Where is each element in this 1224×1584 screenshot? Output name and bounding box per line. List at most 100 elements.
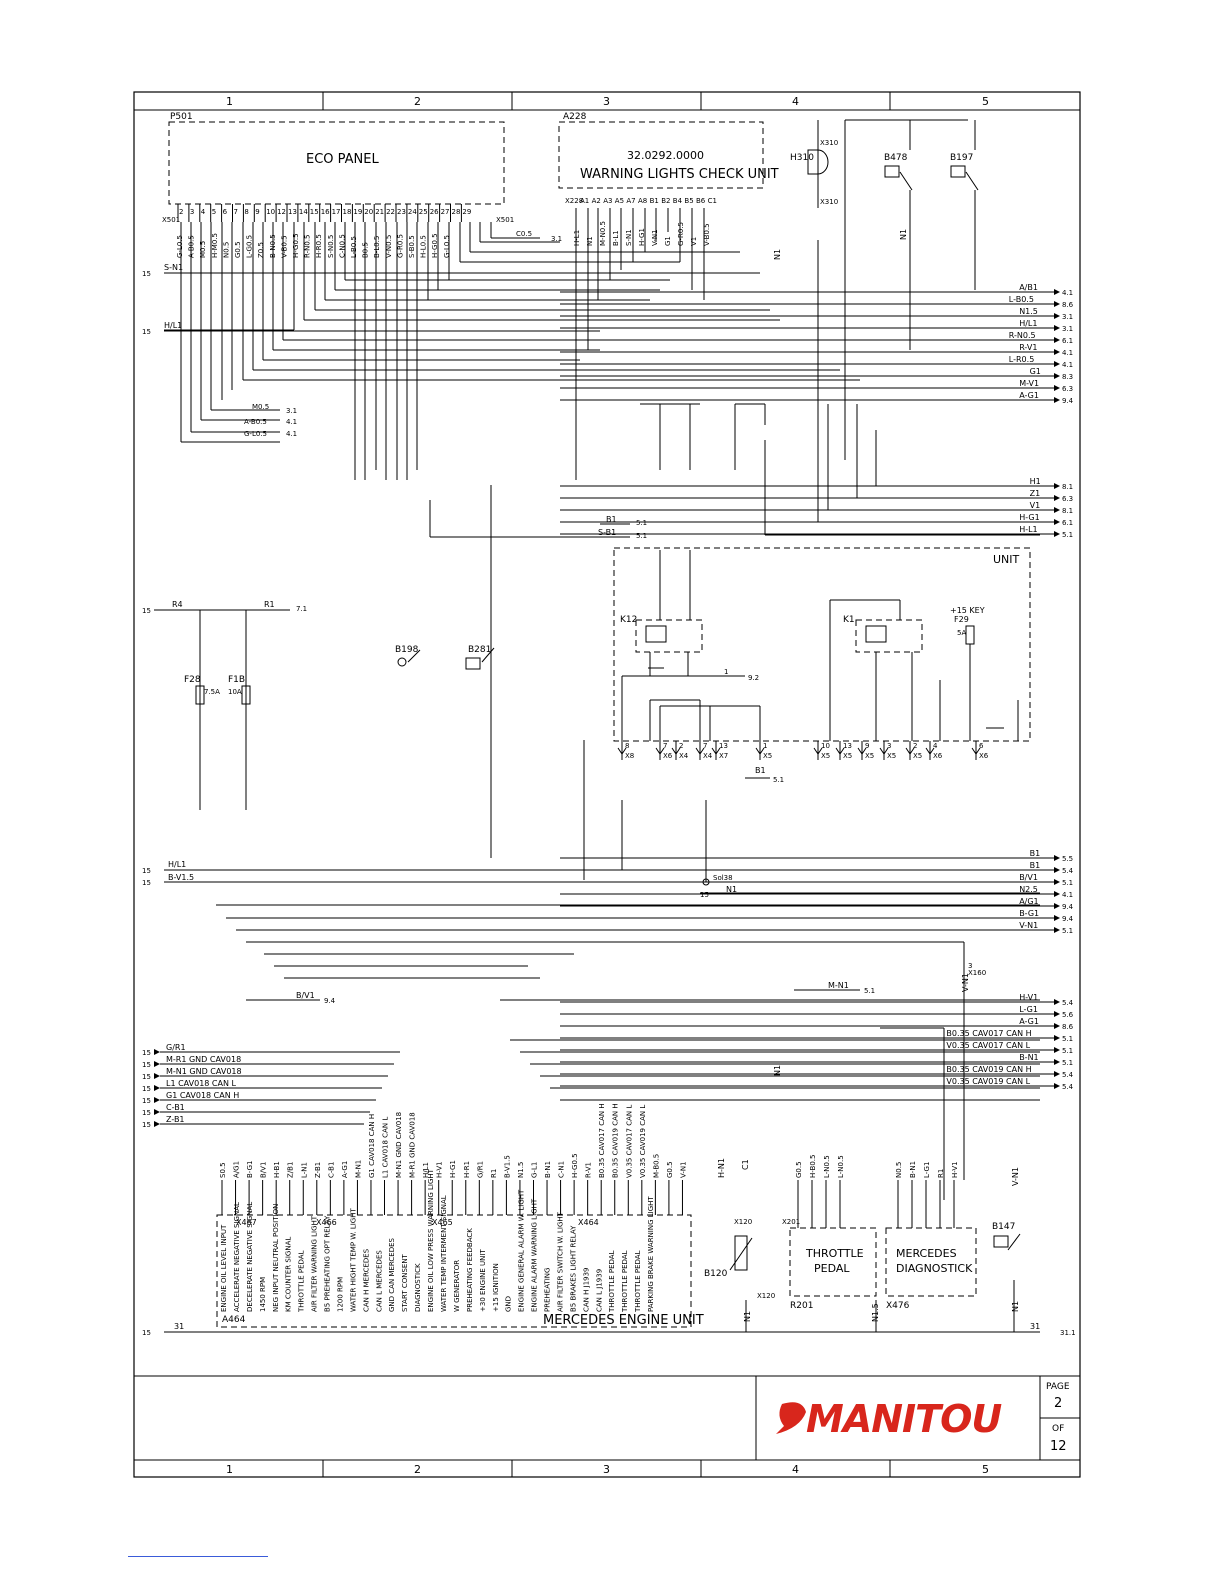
feed-ref: 15 [142,1073,151,1081]
wire-label: G1 [664,236,672,246]
ecu-function-label: THROTTLE PEDAL [634,1250,642,1313]
arrow-icon [1054,495,1060,501]
x310-bottom: X310 [820,198,838,206]
pin-number: 23 [397,208,406,216]
svg-text:4.1: 4.1 [286,430,297,438]
connector-pin: 13 [843,742,852,750]
svg-text:H-N1: H-N1 [717,1158,726,1178]
ecu-function-label: CAN H J1939 [582,1267,590,1312]
pin-number: 4 [201,208,206,216]
svg-text:B1: B1 [606,515,617,524]
k1-ref: K1 [843,615,855,625]
ecu-wire-label: A-G1 [341,1161,349,1178]
svg-text:N1: N1 [773,249,782,260]
column-number: 2 [414,1463,421,1476]
unit-box [613,547,1031,742]
wire-label: G0.5 [234,241,242,258]
column-dividers [322,92,891,1477]
b1-51-ref: 5.1 [773,776,784,784]
m-n1-ref: 5.1 [864,987,875,995]
svg-text:F28: F28 [184,675,201,685]
arrow-icon [1054,483,1060,489]
x120-top: X120 [734,1218,752,1226]
input-wire-label: Z-B1 [166,1115,185,1124]
output-wire-label: H-G1 [1019,513,1039,522]
ecu-function-label: DIAGNOSTICK [414,1263,422,1312]
pin-number: 19 [353,208,362,216]
ecu-function-label: +30 ENGINE UNIT [479,1249,487,1312]
svg-text:10A: 10A [228,688,242,696]
svg-text:X467: X467 [236,1218,257,1227]
wire-label: V-N1 [651,229,659,246]
svg-text:B-V1.5: B-V1.5 [168,873,194,882]
page-total: 12 [1050,1439,1067,1454]
output-wire-label: V0.35 CAV017 CAN L [946,1041,1030,1050]
column-number: 3 [603,95,610,108]
output-ref: 4.1 [1062,361,1073,369]
svg-text:H/L1: H/L1 [164,321,182,330]
pin-number: 9 [255,208,259,216]
output-wire-label: A/G1 [1019,897,1038,906]
throttle-wire-label: L-N0.5 [837,1155,845,1178]
x310-top: X310 [820,139,838,147]
svg-text:B281: B281 [468,645,491,655]
ecu-wire-label: Z/B1 [287,1162,295,1178]
connector-pin: 8 [625,742,629,750]
sensor-icon [397,657,407,667]
pin-number: A7 [626,197,635,205]
pin-number: B5 [684,197,693,205]
wire-label: H-M0.5 [211,233,219,258]
sensor-resistor-icon [734,1235,748,1271]
output-wire-label: A/B1 [1019,283,1038,292]
m-n1-wire: M-N1 [828,981,849,990]
output-wire-label: G1 [1030,367,1041,376]
arrow-icon [1054,301,1060,307]
connector-pin: 3 [887,742,891,750]
arrow-icon [1054,373,1060,379]
ref-92: 9.2 [748,674,759,682]
arrow-icon [1054,1071,1060,1077]
pin-number: 25 [419,208,428,216]
ecu-function-label: DECELERATE NEGATIVE SIGNAL [246,1202,254,1312]
output-ref: 9.4 [1062,397,1074,405]
column-numbers-bottom: 1 2 3 4 5 [226,1463,989,1476]
ecu-wire-label: Z-B1 [314,1162,322,1178]
pin-number: 21 [375,208,384,216]
pin-number: 17 [332,208,341,216]
output-ref: 9.4 [1062,903,1074,911]
output-ref: 9.4 [1062,915,1074,923]
svg-text:3.1: 3.1 [286,407,297,415]
arrow-icon [154,1097,160,1103]
arrow-icon [1054,325,1060,331]
wire-label: L-G0.5 [246,235,254,258]
fuse-icon [965,625,975,645]
manitou-logo: MANITOU [776,1397,1003,1441]
logo-swoosh-icon [776,1402,806,1434]
output-wire-label: L-G1 [1019,1005,1038,1014]
connector-ref: X7 [719,752,728,760]
wire-label: B-L0.5 [373,236,381,258]
diag-wire-label: L-G1 [923,1162,931,1178]
output-ref: 5.5 [1062,855,1073,863]
wire-label: Z0.5 [257,242,265,258]
svg-text:H/L1: H/L1 [168,860,186,869]
left-mid-inputs: 15 H/L1 15 B-V1.5 [142,860,194,887]
output-wire-label: Z1 [1030,489,1041,498]
connector-pin: 7 [703,742,707,750]
r4-label: R4 [172,600,183,609]
of-label: OF [1052,1424,1064,1434]
b-v1-ref: 9.4 [324,997,336,1005]
output-wire-label: N1.5 [1019,307,1038,316]
output-ref: 3.1 [1062,313,1073,321]
arrow-icon [1054,385,1060,391]
x120-bottom: X120 [757,1292,775,1300]
output-wire-label: A-G1 [1019,1017,1039,1026]
arrow-icon [1054,1023,1060,1029]
a464-title: MERCEDES ENGINE UNIT [543,1313,704,1328]
wire-label: N1 [586,236,594,246]
wire-label: L-B0.5 [350,236,358,258]
ecu-function-label: KM COUNTER SIGNAL [285,1237,293,1312]
